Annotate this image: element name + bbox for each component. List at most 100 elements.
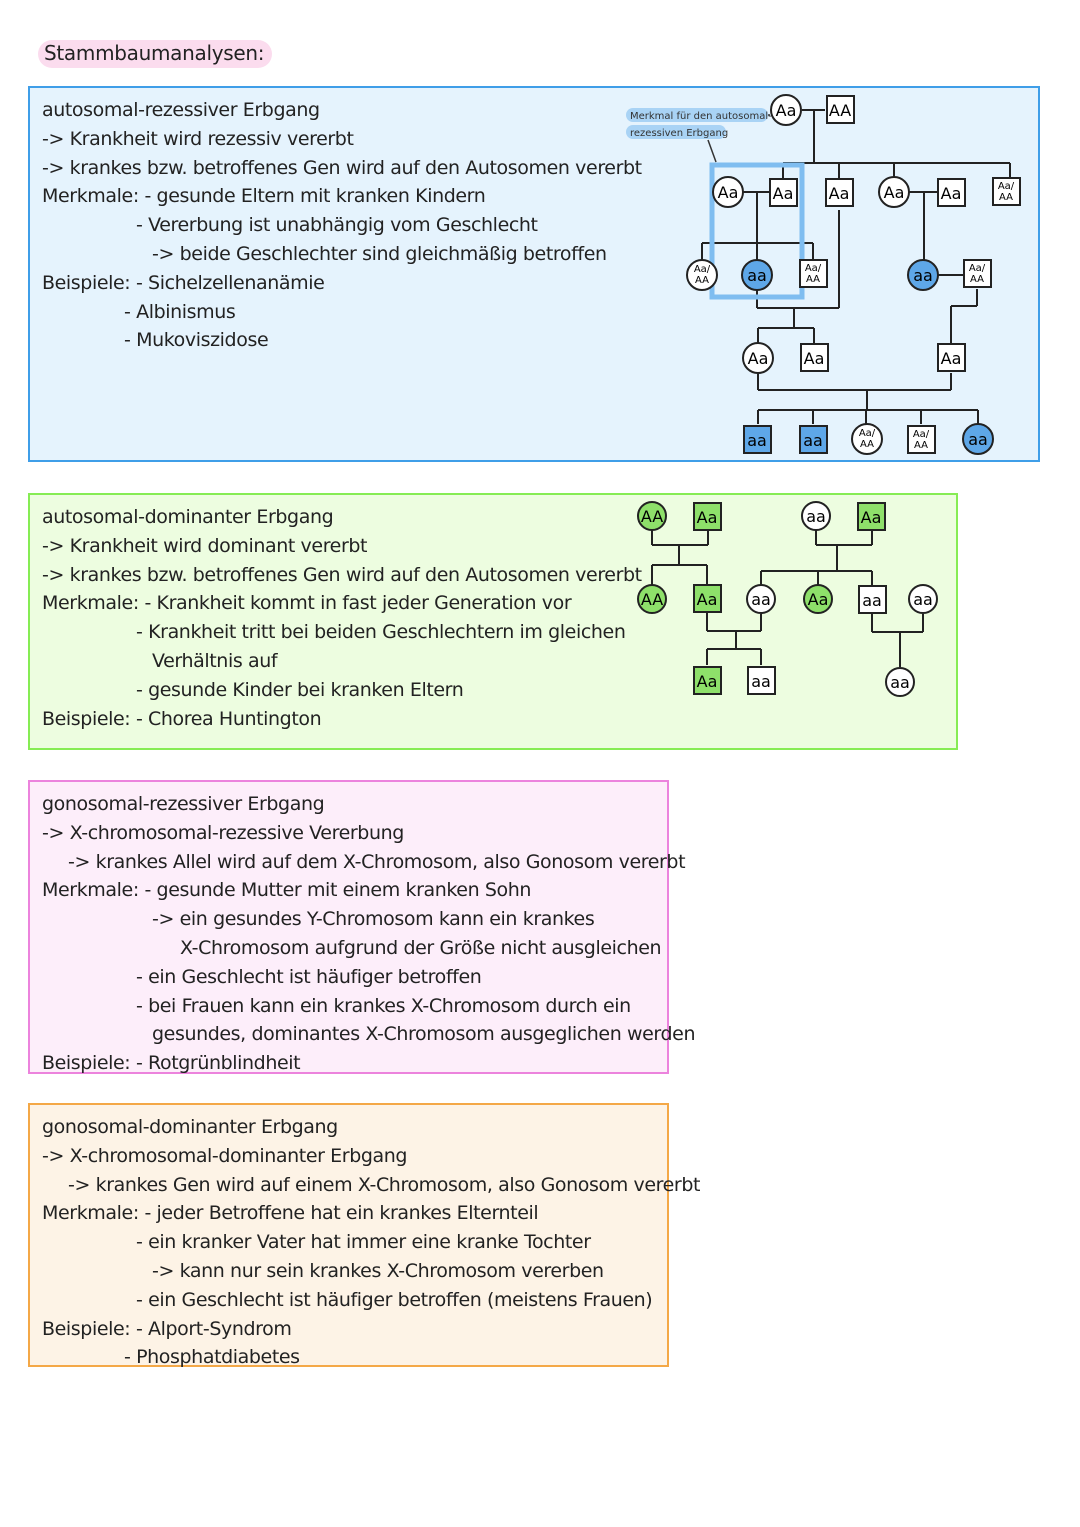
- text-line: Merkmale: - gesunde Mutter mit einem kra…: [42, 879, 532, 902]
- male-symbol: Aa: [800, 343, 829, 372]
- svg-text:AA: AA: [641, 507, 663, 526]
- note-pointer: [707, 139, 717, 163]
- affected-male-symbol: Aa: [857, 502, 886, 531]
- svg-text:Aa: Aa: [718, 183, 739, 202]
- svg-text:aa: aa: [913, 590, 933, 609]
- svg-text:AA: AA: [641, 590, 663, 609]
- pedigree-lines: [701, 109, 1011, 424]
- section-heading: gonosomal-dominanter Erbgang: [42, 1116, 338, 1138]
- affected-female-symbol: AA: [637, 584, 667, 614]
- note-highlight: [626, 125, 726, 139]
- affected-male-symbol: Aa: [693, 666, 722, 695]
- affected-male-symbol: aa: [743, 425, 772, 454]
- text-line: Merkmale: - jeder Betroffene hat ein kra…: [42, 1202, 539, 1225]
- svg-text:Aa: Aa: [697, 672, 718, 691]
- female-symbol: Aa/ AA: [851, 423, 883, 455]
- svg-text:Aa: Aa: [773, 184, 794, 203]
- male-symbol: AA: [826, 95, 855, 124]
- svg-text:Aa: Aa: [748, 349, 769, 368]
- text-line: gesundes, dominantes X-Chromosom ausgegl…: [152, 1023, 696, 1046]
- female-symbol: Aa: [712, 176, 744, 208]
- svg-text:Aa: Aa: [697, 508, 718, 527]
- male-symbol: Aa/ AA: [907, 425, 936, 454]
- text-line: -> krankes Gen wird auf einem X-Chromoso…: [68, 1173, 701, 1196]
- svg-text:Aa/: Aa/: [998, 181, 1015, 192]
- male-symbol: Aa: [825, 178, 854, 207]
- section-text: gonosomal-dominanter Erbgang -> X-chromo…: [42, 1113, 700, 1372]
- text-line: -> ein gesundes Y-Chromosom kann ein kra…: [152, 908, 595, 931]
- male-symbol: Aa/ AA: [963, 259, 992, 288]
- svg-text:aa: aa: [747, 266, 767, 285]
- svg-text:aa: aa: [747, 431, 767, 450]
- female-symbol: aa: [746, 584, 776, 614]
- female-symbol: Aa: [878, 176, 910, 208]
- affected-female-symbol: aa: [907, 259, 939, 291]
- feature-highlight-box: [709, 162, 805, 300]
- text-line: - Albinismus: [124, 300, 236, 323]
- svg-text:Aa: Aa: [776, 101, 797, 120]
- text-line: Merkmale: - gesunde Eltern mit kranken K…: [42, 185, 486, 208]
- pedigree-recessive: Merkmal für den autosomal- rezessiven Er…: [626, 94, 1021, 455]
- svg-text:Aa: Aa: [808, 590, 829, 609]
- text-line: - Phosphatdiabetes: [124, 1346, 300, 1369]
- female-symbol: Aa/ AA: [686, 259, 718, 291]
- text-line: Beispiele: - Sichelzellenanämie: [42, 271, 325, 294]
- svg-text:AA: AA: [970, 274, 984, 285]
- svg-text:AA: AA: [695, 275, 709, 286]
- section-text: autosomal-rezessiver Erbgang -> Krankhei…: [42, 96, 642, 355]
- text-line: -> krankes Allel wird auf dem X-Chromoso…: [68, 850, 686, 873]
- text-line: Verhältnis auf: [152, 649, 278, 672]
- svg-text:AA: AA: [806, 274, 820, 285]
- affected-female-symbol: AA: [637, 501, 667, 531]
- text-line: - bei Frauen kann ein krankes X-Chromoso…: [136, 994, 631, 1017]
- text-line: Beispiele: - Rotgrünblindheit: [42, 1052, 301, 1075]
- svg-text:Aa: Aa: [697, 590, 718, 609]
- text-line: - Krankheit tritt bei beiden Geschlechte…: [136, 621, 626, 644]
- affected-female-symbol: aa: [741, 259, 773, 291]
- svg-text:Aa: Aa: [804, 349, 825, 368]
- text-line: - ein kranker Vater hat immer eine krank…: [136, 1231, 591, 1254]
- male-symbol: Aa: [937, 178, 966, 207]
- male-symbol: Aa/ AA: [799, 259, 828, 288]
- text-line: -> krankes bzw. betroffenes Gen wird auf…: [42, 563, 642, 586]
- svg-text:Aa: Aa: [829, 184, 850, 203]
- text-line: Beispiele: - Chorea Huntington: [42, 707, 322, 730]
- female-symbol: aa: [801, 501, 831, 531]
- section-text: gonosomal-rezessiver Erbgang -> X-chromo…: [42, 790, 696, 1078]
- svg-text:AA: AA: [914, 440, 928, 451]
- svg-text:AA: AA: [860, 439, 874, 450]
- affected-male-symbol: Aa: [693, 584, 722, 613]
- text-line: -> beide Geschlechter sind gleichmäßig b…: [152, 242, 607, 265]
- svg-text:AA: AA: [999, 192, 1013, 203]
- section-heading: autosomal-rezessiver Erbgang: [42, 99, 320, 121]
- text-line: - ein Geschlecht ist häufiger betroffen: [136, 965, 482, 988]
- note-line: Merkmal für den autosomal-: [630, 111, 772, 122]
- female-symbol: Aa: [742, 342, 774, 374]
- svg-text:aa: aa: [751, 590, 771, 609]
- svg-text:Aa: Aa: [941, 349, 962, 368]
- text-line: X-Chromosom aufgrund der Größe nicht aus…: [180, 936, 662, 959]
- section-text: autosomal-dominanter Erbgang -> Krankhei…: [42, 503, 642, 733]
- text-line: - Vererbung ist unabhängig vom Geschlech…: [136, 214, 538, 237]
- svg-text:aa: aa: [968, 430, 988, 449]
- section-gonosomal-dominant: gonosomal-dominanter Erbgang -> X-chromo…: [28, 1103, 700, 1368]
- section-heading: gonosomal-rezessiver Erbgang: [42, 793, 325, 815]
- svg-text:aa: aa: [803, 431, 823, 450]
- svg-text:AA: AA: [829, 101, 851, 120]
- svg-text:Aa/: Aa/: [913, 429, 930, 440]
- svg-text:Aa/: Aa/: [859, 428, 876, 439]
- text-line: - Mukoviszidose: [124, 329, 269, 352]
- section-heading: autosomal-dominanter Erbgang: [42, 506, 334, 528]
- text-line: Beispiele: - Alport-Syndrom: [42, 1317, 292, 1340]
- female-symbol: Aa: [770, 94, 802, 126]
- text-line: -> X-chromosomal-rezessive Vererbung: [42, 821, 404, 844]
- svg-text:Aa/: Aa/: [969, 263, 986, 274]
- pedigree-dominant: AA Aa aa Aa AA Aa aa Aa aa aa Aa: [637, 501, 938, 697]
- section-gonosomal-recessive: gonosomal-rezessiver Erbgang -> X-chromo…: [28, 780, 696, 1074]
- male-symbol: Aa/ AA: [992, 177, 1021, 206]
- svg-text:aa: aa: [890, 673, 910, 692]
- section-autosomal-dominant: autosomal-dominanter Erbgang -> Krankhei…: [28, 493, 958, 750]
- svg-text:Aa/: Aa/: [694, 264, 711, 275]
- svg-text:aa: aa: [862, 591, 882, 610]
- male-symbol: aa: [858, 585, 887, 614]
